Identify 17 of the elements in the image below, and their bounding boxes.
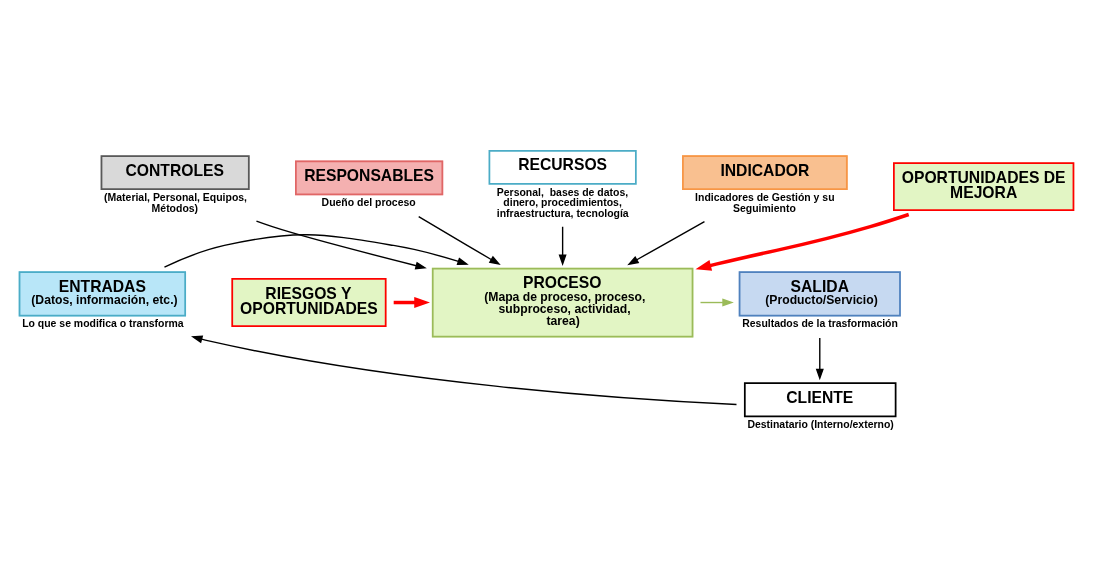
arrow (255, 220, 427, 270)
arrow (695, 212, 910, 271)
node-label: Destinatario (Interno/externo) (747, 419, 894, 431)
arrow (191, 335, 738, 406)
node-label: (Material, Personal, Equipos, Métodos) (104, 192, 248, 214)
node-label: Personal, bases de datos, dinero, procedimientos, infraestructura, tecnología (496, 186, 629, 219)
node-label: Lo que se modifica o transforma (22, 318, 184, 330)
arrow (699, 298, 734, 307)
arrow (815, 337, 824, 381)
arrow (163, 234, 469, 268)
arrow (393, 297, 430, 309)
node-label: Resultados de la trasformación (742, 318, 898, 330)
arrow (558, 226, 567, 266)
node-label: Indicadores de Gestión y su Seguimiento (695, 192, 835, 214)
node-label: Dueño del proceso (321, 197, 416, 209)
arrow (627, 220, 706, 266)
arrow (418, 216, 501, 266)
